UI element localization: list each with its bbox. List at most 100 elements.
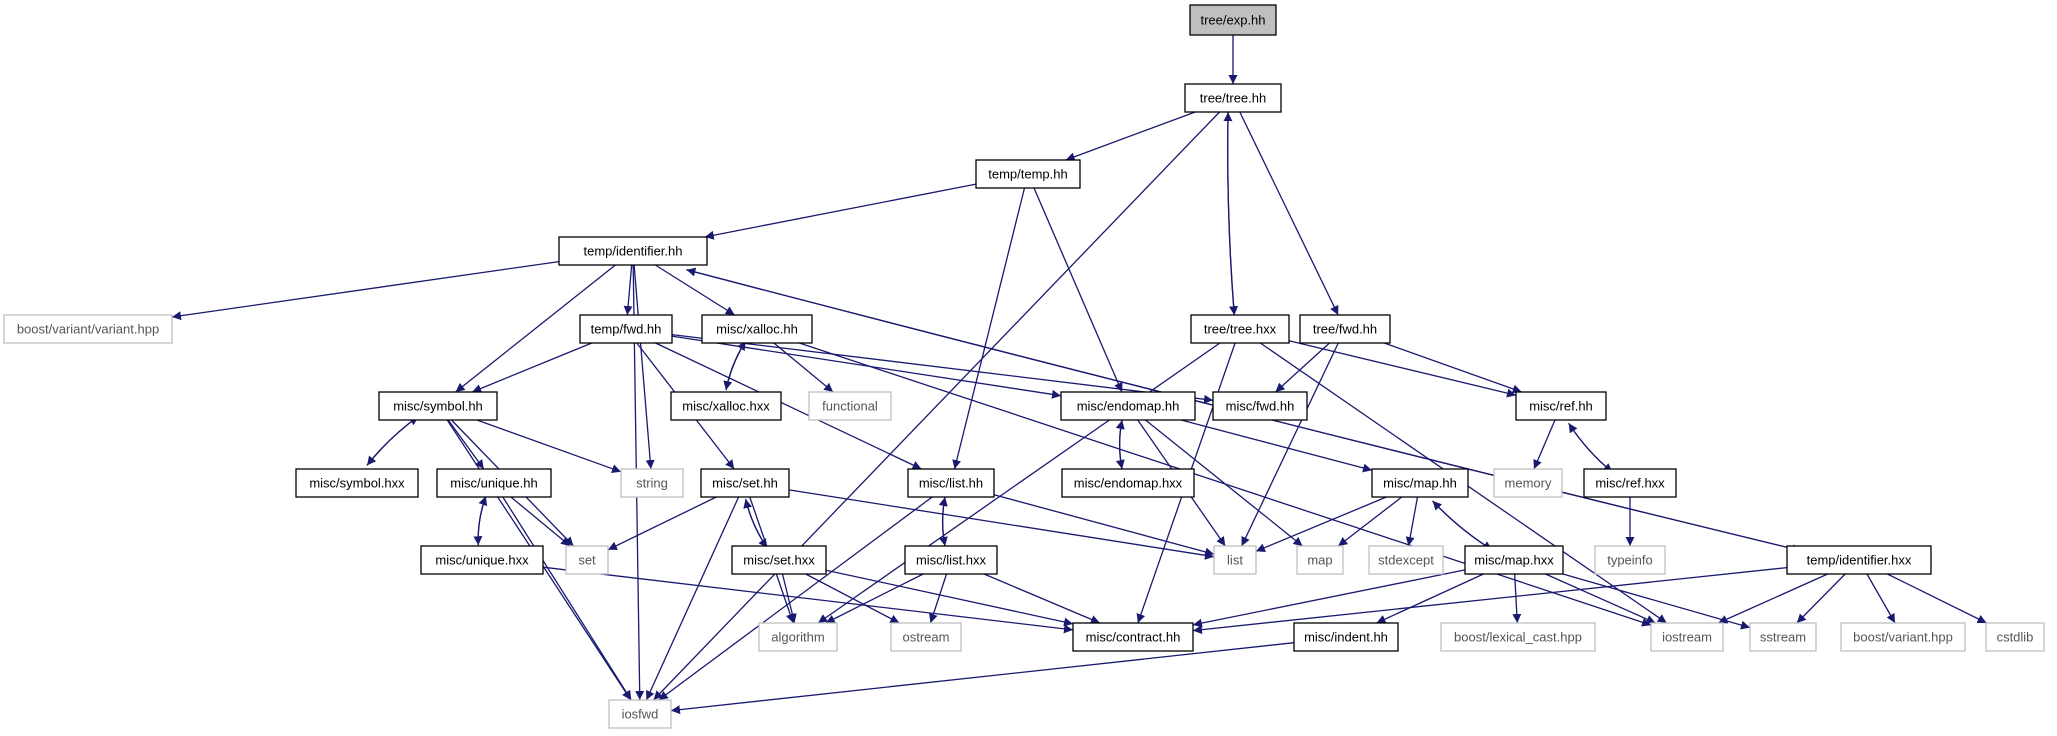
edge-misc_set_hh-to-iosfwd [645,496,740,701]
node-label: misc/list.hh [919,476,983,491]
node-box [1213,545,1257,575]
edge-misc_ref_hxx-to-misc_ref_hh [1568,422,1613,473]
node-misc-indent-hh[interactable]: misc/indent.hh [1293,622,1399,652]
node-label: typeinfo [1607,553,1653,568]
edge-misc_set_hxx-to-ostream [805,573,900,624]
node-misc-unique-hxx[interactable]: misc/unique.hxx [420,545,544,575]
node-box [436,468,552,498]
edge-temp_temp_hh-to-misc_list_hh [952,187,1026,470]
edge-temp_identifier_hxx-to-boost_variant_hpp [1866,573,1896,624]
node-misc-symbol-hxx[interactable]: misc/symbol.hxx [295,468,419,498]
node-boost-variant-hpp: boost/variant.hpp [1840,622,1966,652]
edge-misc_xalloc_hxx-to-misc_xalloc_hh [725,340,747,391]
node-set: set [565,545,609,575]
node-box [3,314,173,344]
edge-tree_tree_hh-to-tree_fwd_hh [1239,111,1339,316]
node-box [558,236,708,266]
node-label: memory [1505,476,1552,491]
node-label: misc/set.hh [712,476,778,491]
node-label: misc/xalloc.hxx [682,399,770,414]
node-box [1190,314,1290,344]
node-boost-variant-variant-hpp: boost/variant/variant.hpp [3,314,173,344]
edge-misc_symbol_hh-to-misc_symbol_hxx [366,415,419,466]
node-misc-list-hxx[interactable]: misc/list.hxx [904,545,998,575]
edge-tree_tree_hh-to-iosfwd [653,111,1220,701]
node-box [620,468,684,498]
node-misc-ref-hh[interactable]: misc/ref.hh [1515,391,1607,421]
node-box [1594,545,1666,575]
node-label: boost/lexical_cast.hpp [1454,630,1582,645]
edge-misc_map_hxx-to-iostream [1545,573,1656,624]
node-label: misc/symbol.hxx [309,476,405,491]
node-box [1293,622,1399,652]
edge-misc_unique_hxx-to-misc_contract_hh [542,566,1074,634]
node-label: tree/fwd.hh [1313,322,1377,337]
node-typeinfo: typeinfo [1594,545,1666,575]
node-misc-ref-hxx[interactable]: misc/ref.hxx [1583,468,1677,498]
node-box [608,699,672,729]
edge-misc_map_hh-to-map [1337,496,1403,547]
edge-misc_list_hxx-to-ostream [929,573,948,624]
node-box [701,314,813,344]
edge-misc_indent_hh-to-iosfwd [670,642,1295,715]
node-misc-xalloc-hxx[interactable]: misc/xalloc.hxx [670,391,782,421]
node-misc-endomap-hh[interactable]: misc/endomap.hh [1060,391,1196,421]
node-temp-identifier-hxx[interactable]: temp/identifier.hxx [1786,545,1932,575]
node-tree-exp-hh[interactable]: tree/exp.hh [1189,4,1277,36]
node-label: misc/contract.hh [1086,630,1181,645]
edge-layer [171,34,1987,715]
node-label: algorithm [771,630,824,645]
node-box [1296,545,1344,575]
node-tree-tree-hxx[interactable]: tree/tree.hxx [1190,314,1290,344]
node-temp-identifier-hh[interactable]: temp/identifier.hh [558,236,708,266]
node-label: functional [822,399,878,414]
node-label: set [578,553,596,568]
edge-misc_map_hh-to-list [1255,496,1387,552]
edge-tree_fwd_hh-to-list [1241,342,1339,547]
edge-misc_set_hxx-to-misc_contract_hh [825,569,1074,627]
node-label: tree/tree.hh [1200,91,1267,106]
node-box [890,622,962,652]
node-box [758,622,838,652]
edge-temp_identifier_hh-to-temp_fwd_hh [623,264,633,316]
edge-misc_unique_hxx-to-misc_unique_hh [477,495,488,546]
edge-misc_map_hxx-to-boost_lexical_cast_hpp [1512,573,1522,624]
node-label: misc/unique.hxx [435,553,529,568]
node-label: misc/map.hh [1383,476,1457,491]
node-memory: memory [1493,468,1563,498]
node-tree-fwd-hh[interactable]: tree/fwd.hh [1299,314,1391,344]
node-misc-set-hh[interactable]: misc/set.hh [700,468,790,498]
node-box [1650,622,1724,652]
node-misc-map-hxx[interactable]: misc/map.hxx [1464,545,1564,575]
node-misc-contract-hh[interactable]: misc/contract.hh [1072,622,1194,652]
node-box [975,159,1081,189]
edge-misc_list_hh-to-iosfwd [658,496,933,701]
node-misc-map-hh[interactable]: misc/map.hh [1371,468,1469,498]
node-misc-fwd-hh[interactable]: misc/fwd.hh [1212,391,1308,421]
node-box [1060,391,1196,421]
edge-misc_endomap_hh-to-map [1145,419,1303,547]
node-misc-unique-hh[interactable]: misc/unique.hh [436,468,552,498]
node-functional: functional [808,391,892,421]
node-misc-symbol-hh[interactable]: misc/symbol.hh [378,391,498,421]
edge-misc_map_hh-to-stdexcept [1405,496,1419,547]
node-layer: tree/exp.hh tree/tree.hh temp/temp.hh temp/… [3,4,2045,729]
node-misc-endomap-hxx[interactable]: misc/endomap.hxx [1061,468,1195,498]
edge-misc_list_hxx-to-algorithm [825,573,924,624]
node-misc-list-hh[interactable]: misc/list.hh [907,468,995,498]
edge-misc_set_hxx-to-misc_set_hh [743,498,768,549]
edge-temp_identifier_hh-to-string [633,264,655,470]
node-label: temp/identifier.hxx [1807,553,1912,568]
node-temp-temp-hh[interactable]: temp/temp.hh [975,159,1081,189]
node-temp-fwd-hh[interactable]: temp/fwd.hh [579,314,673,344]
node-box [700,468,790,498]
node-tree-tree-hh[interactable]: tree/tree.hh [1184,83,1282,113]
node-box [1786,545,1932,575]
node-label: misc/ref.hxx [1595,476,1665,491]
edge-misc_symbol_hh-to-string [476,419,622,473]
node-label: string [636,476,668,491]
edge-temp_temp_hh-to-temp_identifier_hh [704,183,977,240]
node-misc-set-hxx[interactable]: misc/set.hxx [731,545,827,575]
node-misc-xalloc-hh[interactable]: misc/xalloc.hh [701,314,813,344]
node-label: boost/variant.hpp [1853,630,1953,645]
